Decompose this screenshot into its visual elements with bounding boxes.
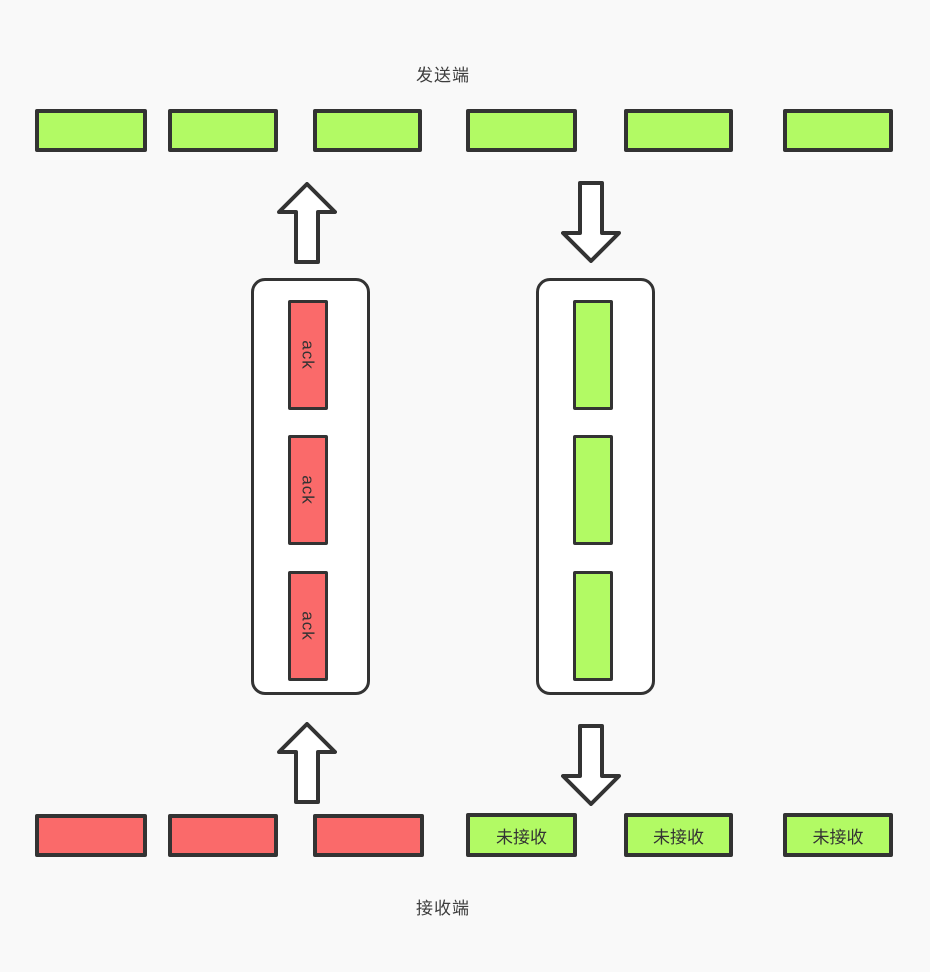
sent-packet-box — [624, 109, 733, 152]
received-packet-box — [313, 814, 424, 857]
sender-label: 发送端 — [416, 66, 470, 85]
ack-packet-box: ack — [288, 571, 328, 681]
ack-packet-label: ack — [299, 611, 318, 641]
received-packet-box — [168, 814, 278, 857]
not-received-label: 未接收 — [496, 827, 547, 847]
ack-up-arrow-icon — [277, 182, 337, 264]
not-received-packet-box: 未接收 — [466, 813, 577, 857]
ack-channel: ack ack ack — [251, 278, 370, 695]
receiver-label: 接收端 — [416, 899, 470, 918]
ack-packet-label: ack — [299, 340, 318, 370]
received-packet-box — [35, 814, 147, 857]
not-received-packet-box: 未接收 — [624, 813, 733, 857]
sent-packet-box — [313, 109, 422, 152]
sent-packet-box — [783, 109, 893, 152]
ack-packet-box: ack — [288, 435, 328, 545]
sent-packet-box — [35, 109, 147, 152]
ack-up-arrow-icon — [277, 722, 337, 804]
data-packet-box — [573, 571, 613, 681]
ack-packet-label: ack — [299, 475, 318, 505]
not-received-packet-box: 未接收 — [783, 813, 893, 857]
data-channel — [536, 278, 655, 695]
sent-packet-box — [466, 109, 577, 152]
data-down-arrow-icon — [561, 181, 621, 263]
not-received-label: 未接收 — [812, 827, 864, 847]
ack-packet-box: ack — [288, 300, 328, 410]
sent-packet-box — [168, 109, 278, 152]
data-packet-box — [573, 435, 613, 545]
not-received-label: 未接收 — [653, 827, 704, 847]
data-down-arrow-icon — [561, 724, 621, 806]
data-packet-box — [573, 300, 613, 410]
